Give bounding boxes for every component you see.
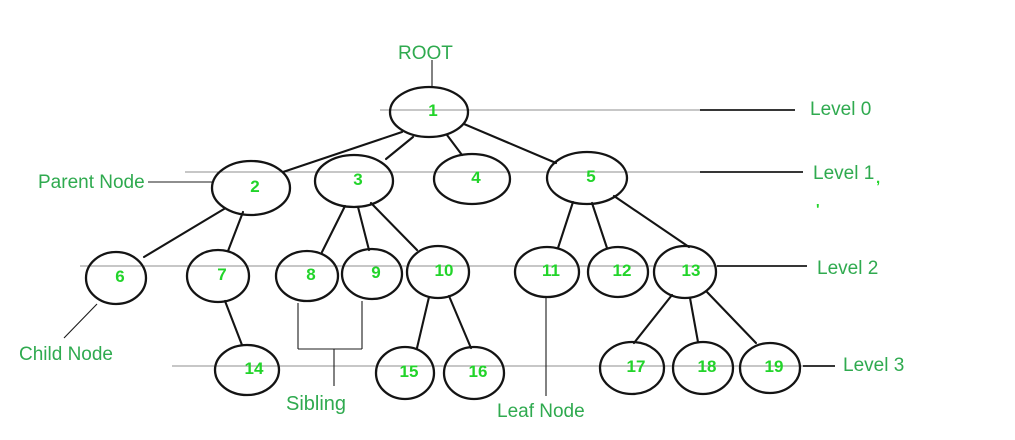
node-1-label: 1 [428,101,437,120]
node-12 [586,245,650,299]
node-1 [388,85,470,139]
edge-1-4 [445,133,464,157]
stray-mark-comma: , [876,170,880,187]
edge-1-3 [384,135,415,161]
node-2 [210,159,292,217]
stray-mark-apostrophe: ' [816,201,820,218]
edge-1-2 [281,130,404,174]
edge-5-13 [612,194,691,249]
edge-3-9 [356,205,371,252]
node-15 [374,345,436,401]
node-15-label: 15 [400,362,419,381]
node-12-label: 12 [613,261,632,280]
child-node-label: Child Node [19,344,113,365]
sibling-label: Sibling [286,393,346,415]
edge-13-17 [632,293,674,345]
node-17 [598,340,666,396]
node-3-label: 3 [353,170,362,189]
edge-5-12 [590,201,609,250]
node-4-label: 4 [471,168,481,187]
node-5 [545,150,629,206]
node-9 [340,247,404,301]
node-2-label: 2 [250,177,259,196]
node-9-label: 9 [371,263,380,282]
edge-2-6 [142,207,226,259]
node-4 [432,152,512,206]
parent-node-label: Parent Node [38,172,145,193]
level-2-label: Level 2 [817,258,878,279]
node-11 [513,245,581,299]
node-6 [84,250,148,306]
child-node-pointer-line [63,303,98,339]
node-6-label: 6 [115,267,124,286]
node-18 [671,340,735,396]
edge-1-5 [462,122,558,165]
node-7 [185,248,251,304]
node-10 [405,244,471,300]
node-13-label: 13 [682,261,701,280]
level-1-label: Level 1 [813,163,874,184]
edge-13-19 [705,290,758,345]
root-label: ROOT [398,43,453,64]
node-11-label: 11 [542,261,560,280]
leaf-node-label: Leaf Node [497,401,585,422]
level-0-label: Level 0 [810,99,871,120]
node-16-label: 16 [469,362,488,381]
edge-10-15 [415,295,431,350]
edge-5-11 [556,200,575,250]
node-16 [442,345,506,401]
node-10-label: 10 [435,261,454,280]
edge-10-16 [447,294,473,350]
node-8 [274,249,340,303]
node-13 [652,244,718,300]
node-19 [738,341,802,395]
node-18-label: 18 [698,357,717,376]
node-19-label: 19 [765,357,784,376]
edge-13-18 [688,296,700,344]
node-8-label: 8 [306,265,315,284]
node-17-label: 17 [627,357,646,376]
node-5-label: 5 [586,167,595,186]
level-3-label: Level 3 [843,355,904,376]
node-14 [213,343,281,397]
edge-7-14 [223,299,244,347]
node-3 [313,153,395,209]
node-7-label: 7 [217,265,226,284]
edge-3-10 [369,201,419,252]
node-14-label: 14 [245,359,264,378]
edge-2-7 [226,210,245,253]
edge-3-8 [320,204,347,254]
